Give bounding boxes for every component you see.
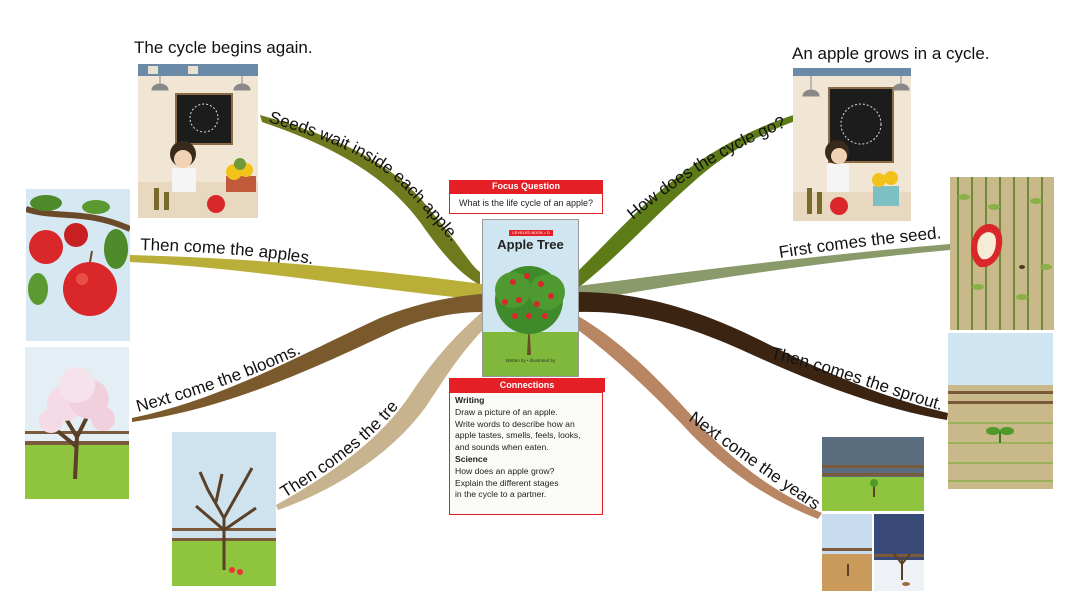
book-title: Apple Tree	[497, 237, 564, 252]
science-heading: Science	[455, 453, 488, 464]
illustration-blooming-tree	[25, 347, 129, 499]
illustration-apples	[26, 189, 130, 341]
branch-seeds-wait	[260, 115, 480, 285]
branch-then-apples	[130, 255, 482, 300]
illustration-years-summer	[822, 437, 924, 511]
book-cover: LEVELED BOOK • D Apple Tree Written by •…	[482, 219, 579, 377]
book-series-label: LEVELED BOOK • D	[509, 230, 553, 236]
writing-line: apple tastes, smells, feels, looks,	[455, 430, 581, 441]
science-line: How does an apple grow?	[455, 465, 555, 476]
writing-heading: Writing	[455, 395, 485, 405]
science-line: in the cycle to a partner.	[455, 489, 547, 500]
writing-line: Draw a picture of an apple.	[455, 406, 558, 417]
caption-apple-grows: An apple grows in a cycle.	[792, 44, 990, 63]
illustration-girl-chalkboard-right	[793, 68, 911, 221]
branch-first-seed	[578, 244, 950, 302]
illustration-bare-tree	[172, 432, 276, 586]
label-seeds-wait: Seeds wait inside each apple.	[267, 108, 463, 245]
writing-line: and sounds when eaten.	[455, 442, 549, 453]
book-cover-tree-art	[483, 266, 578, 376]
caption-cycle-begins-again: The cycle begins again.	[134, 38, 313, 57]
focus-question-title: Focus Question	[449, 180, 603, 193]
branch-then-tree	[276, 312, 488, 510]
branch-next-years	[578, 316, 822, 519]
connections-title: Connections	[449, 378, 605, 392]
branch-next-blooms	[132, 294, 482, 422]
focus-question-text: What is the life cycle of an apple?	[449, 193, 603, 214]
illustration-sprout	[948, 333, 1053, 489]
label-then-sprout: Then comes the sprout.	[769, 343, 945, 414]
writing-line: Write words to describe how an	[455, 418, 575, 429]
connections-body: Writing Draw a picture of an apple. Writ…	[449, 392, 603, 515]
illustration-girl-chalkboard-left	[138, 64, 258, 218]
book-author: Written by • Illustrated by	[505, 358, 556, 363]
label-how-cycle: How does the cycle go?	[623, 113, 788, 223]
illustration-years-winter	[874, 514, 924, 591]
illustration-seed-in-field	[950, 177, 1054, 330]
science-line: Explain the different stages	[455, 477, 559, 488]
illustration-years-autumn	[822, 514, 872, 591]
branch-then-sprout	[578, 292, 948, 420]
